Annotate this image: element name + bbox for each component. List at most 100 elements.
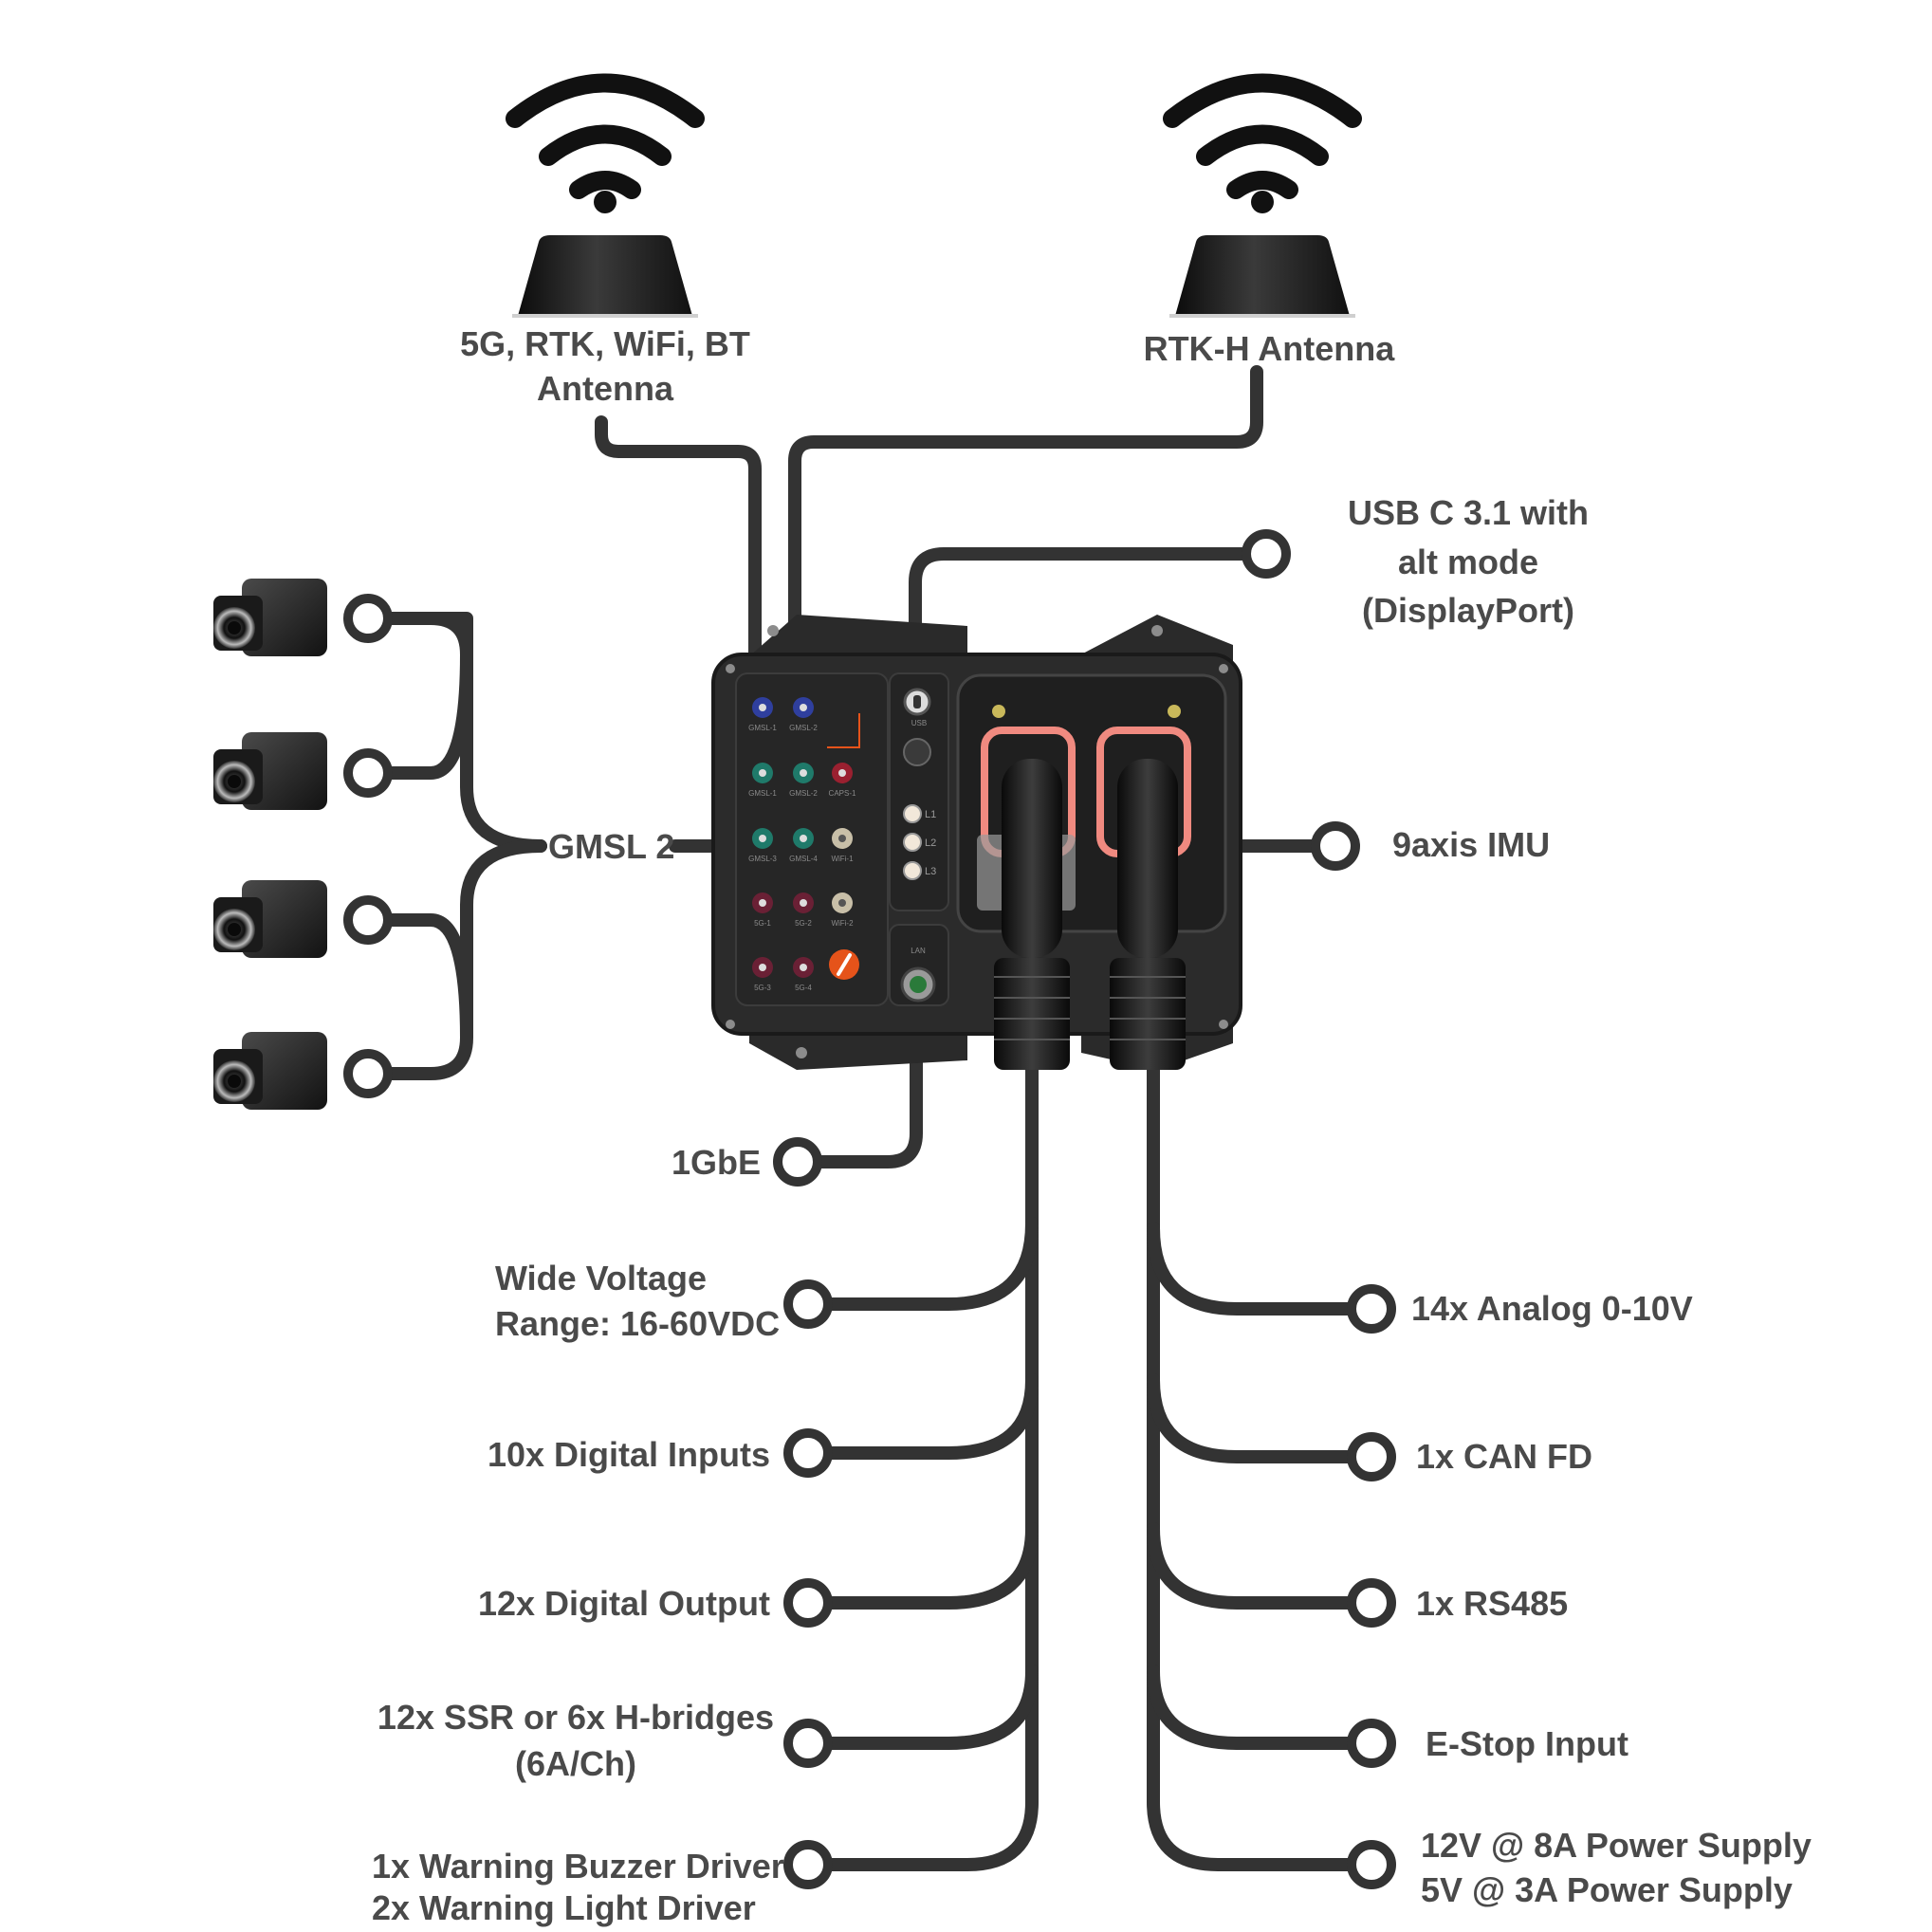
- cable-left: [994, 759, 1070, 1070]
- camera-1: [213, 579, 327, 656]
- node-camera-1: [343, 594, 393, 643]
- port-labels: GMSL-1 GMSL-2 GMSL-1 GMSL-2 CAPS-1 GMSL-…: [748, 724, 856, 992]
- port-label: 5G-1: [754, 919, 771, 928]
- wifi-icon: [1163, 73, 1362, 199]
- port-label: GMSL-2: [789, 789, 818, 798]
- port-wifi-2: [832, 892, 853, 913]
- port-label: GMSL-1: [748, 789, 777, 798]
- node-warning: [783, 1840, 833, 1889]
- antenna-right-label: RTK-H Antenna: [1144, 329, 1396, 368]
- port-gmsl-2-blue: [793, 697, 814, 718]
- usb-label-1: USB C 3.1 with: [1348, 493, 1589, 532]
- node-camera-3: [343, 895, 393, 945]
- wire-antenna-left: [595, 415, 762, 671]
- rf-ports: [752, 697, 853, 978]
- ssr-label-1: 12x SSR or 6x H-bridges: [377, 1698, 774, 1737]
- power-label-2: 5V @ 3A Power Supply: [1421, 1870, 1793, 1909]
- wire-usb: [909, 547, 1249, 690]
- warning-label-1: 1x Warning Buzzer Driver: [372, 1847, 784, 1886]
- port-gmsl-3: [752, 828, 773, 849]
- led-label: L3: [925, 866, 936, 877]
- port-label: WiFi-1: [831, 855, 854, 863]
- antenna-dome-left: [518, 235, 692, 316]
- port-label: 5G-3: [754, 984, 771, 992]
- wifi-dot: [1251, 191, 1274, 213]
- power-label-1: 12V @ 8A Power Supply: [1421, 1826, 1812, 1865]
- antenna-left: [506, 73, 705, 318]
- wire-voltage: [820, 1217, 1039, 1311]
- camera-3: [213, 880, 327, 958]
- wire-right-trunk: [1147, 1060, 1365, 1871]
- node-analog: [1347, 1284, 1396, 1334]
- wire-rs485: [1147, 1522, 1365, 1610]
- node-estop: [1347, 1719, 1396, 1768]
- can-label: 1x CAN FD: [1416, 1437, 1592, 1476]
- wire-gmsl-branch-upper: [373, 612, 547, 853]
- gbe-label: 1GbE: [672, 1143, 761, 1182]
- led-3: [903, 861, 922, 880]
- usb-label-2: alt mode: [1398, 543, 1538, 581]
- node-voltage: [783, 1279, 833, 1329]
- wire-digital-inputs: [820, 1373, 1039, 1460]
- node-usb: [1242, 529, 1291, 579]
- port-gmsl-4: [793, 828, 814, 849]
- node-camera-2: [343, 748, 393, 798]
- wire-can: [1147, 1373, 1365, 1463]
- node-digital-inputs: [783, 1428, 833, 1478]
- status-leds: L1 L2 L3: [903, 804, 936, 880]
- antenna-base-right: [1169, 314, 1355, 318]
- digital-inputs-label: 10x Digital Inputs: [488, 1435, 770, 1474]
- antenna-dome-right: [1175, 235, 1350, 316]
- port-label: GMSL-2: [789, 724, 818, 732]
- sim-slot-icon: [903, 738, 931, 766]
- gmsl-label: GMSL 2: [548, 827, 674, 866]
- wire-estop: [1147, 1665, 1365, 1750]
- camera-2: [213, 732, 327, 810]
- wire-ssr: [820, 1665, 1039, 1750]
- node-digital-output: [783, 1578, 833, 1628]
- wifi-dot: [594, 191, 616, 213]
- antenna-base-left: [512, 314, 698, 318]
- port-label: 5G-4: [795, 984, 812, 992]
- cameras: [213, 579, 327, 1110]
- node-power: [1347, 1840, 1396, 1889]
- port-5g-4: [793, 957, 814, 978]
- ssr-label-2: (6A/Ch): [515, 1744, 636, 1783]
- port-caps-1: [832, 763, 853, 783]
- camera-4: [213, 1032, 327, 1110]
- wire-gbe: [809, 1020, 923, 1168]
- node-camera-4: [343, 1049, 393, 1098]
- port-5g-3: [752, 957, 773, 978]
- led-label: L1: [925, 809, 936, 820]
- led-label: L2: [925, 837, 936, 849]
- wire-analog: [1147, 1222, 1365, 1316]
- rs485-label: 1x RS485: [1416, 1584, 1568, 1623]
- port-gmsl-1-blue: [752, 697, 773, 718]
- digital-output-label: 12x Digital Output: [478, 1584, 770, 1623]
- led-1: [903, 804, 922, 823]
- node-imu: [1311, 821, 1360, 871]
- antenna-left-label-2: Antenna: [537, 369, 674, 408]
- connection-nodes: [343, 529, 1396, 1889]
- wifi-icon: [506, 73, 705, 199]
- port-label: GMSL-3: [748, 855, 777, 863]
- port-gmsl-1: [752, 763, 773, 783]
- usb-label-3: (DisplayPort): [1362, 591, 1574, 630]
- node-gbe: [773, 1137, 822, 1187]
- analog-label: 14x Analog 0-10V: [1411, 1289, 1693, 1328]
- warning-label-2: 2x Warning Light Driver: [372, 1888, 756, 1927]
- wire-gmsl-branch-lower: [373, 839, 547, 1080]
- port-label: GMSL-4: [789, 855, 818, 863]
- controller-device: GMSL-1 GMSL-2 GMSL-1 GMSL-2 CAPS-1 GMSL-…: [711, 615, 1242, 1070]
- imu-label: 9axis IMU: [1392, 825, 1550, 864]
- led-2: [903, 833, 922, 852]
- port-5g-2: [793, 892, 814, 913]
- cable-right: [1110, 759, 1186, 1070]
- node-ssr: [783, 1719, 833, 1768]
- node-can: [1347, 1432, 1396, 1481]
- voltage-label-2: Range: 16-60VDC: [495, 1304, 780, 1343]
- antenna-right: [1163, 73, 1362, 318]
- antenna-left-label: 5G, RTK, WiFi, BT: [460, 324, 750, 363]
- axis-indicator-icon: [827, 713, 860, 748]
